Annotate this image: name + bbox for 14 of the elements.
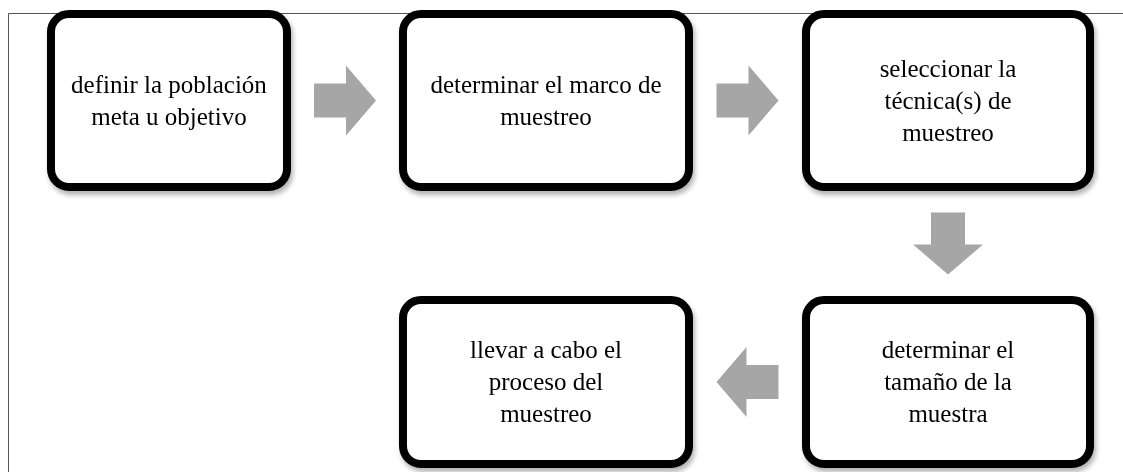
process-box <box>802 10 1094 191</box>
process-box <box>399 296 693 468</box>
step-text: seleccionar la técnica(s) de muestreo <box>878 53 1018 148</box>
step-text: determinar el marco de muestreo <box>429 69 663 132</box>
block-arrow <box>716 65 779 136</box>
process-box <box>802 296 1094 468</box>
block-arrow <box>314 65 376 136</box>
block-arrow <box>913 212 983 275</box>
step-text: definir la población meta u objetivo <box>70 69 268 132</box>
block-arrow <box>716 347 779 417</box>
process-box <box>399 10 693 191</box>
process-box <box>47 10 291 191</box>
step-text: determinar el tamaño de la muestra <box>880 335 1016 429</box>
step-text: llevar a cabo el proceso del muestreo <box>469 335 623 429</box>
